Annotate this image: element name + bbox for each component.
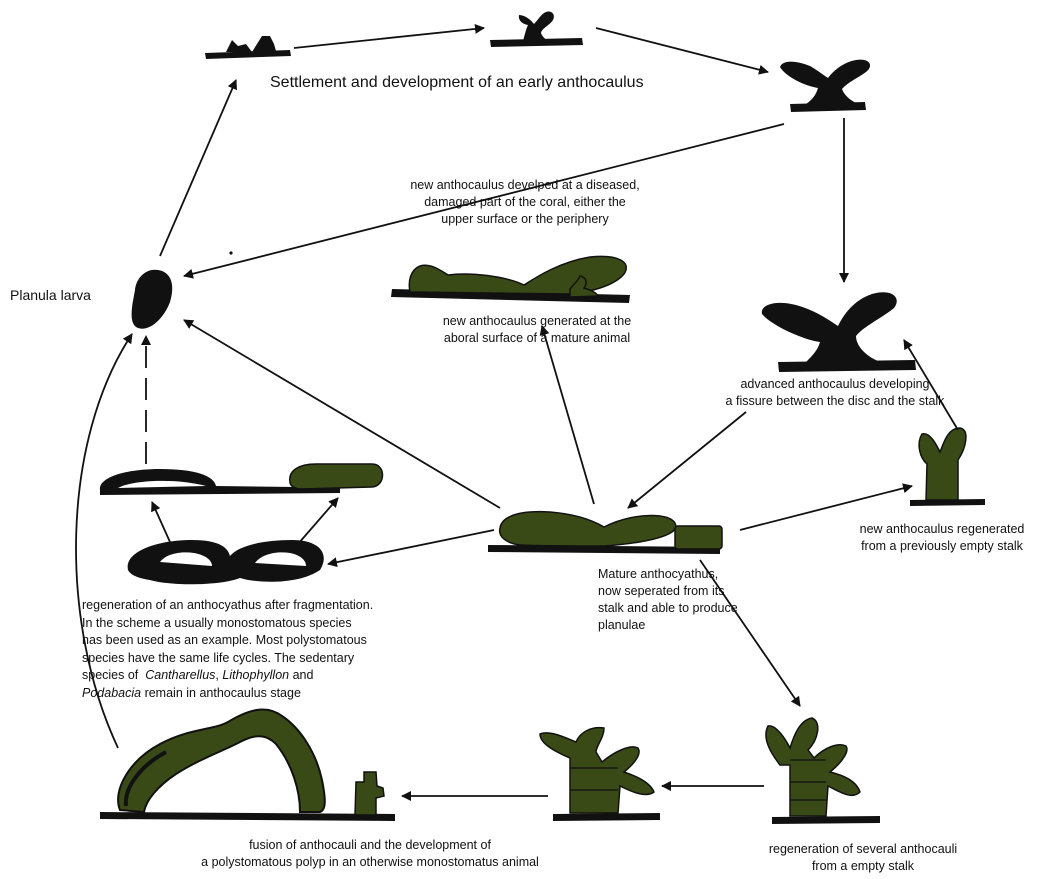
regenerated-label: new anthocaulus regenerated from a previ…	[832, 521, 1052, 555]
planula-label: Planula larva	[10, 287, 91, 303]
early-anthocaulus-stage-3	[780, 60, 870, 112]
fragmentation-line-3: has been used as an example. Most polyst…	[82, 632, 373, 650]
mature-line-1: Mature anthocyathus,	[598, 566, 738, 583]
advanced-anthocaulus	[762, 292, 916, 372]
comma-sep: ,	[215, 668, 218, 682]
fragmented-anthocyathus	[128, 540, 324, 584]
advanced-label: advanced anthocaulus developing a fissur…	[690, 376, 980, 410]
diseased-label: new anthocaulus develped at a diseased, …	[360, 177, 690, 228]
fusion-line-2: a polystomatous polyp in an otherwise mo…	[160, 854, 580, 871]
planula-larva	[132, 270, 173, 329]
and-text: and	[293, 668, 314, 682]
several-line-2: from a empty stalk	[728, 858, 998, 875]
anthocauli-developing	[540, 728, 660, 821]
fused-polystomatous-polyp	[100, 709, 395, 821]
early-anthocaulus-stage-2	[490, 11, 583, 47]
remain-text: remain in anthocaulus stage	[145, 686, 301, 700]
genus-cantharellus: Cantharellus	[145, 668, 215, 682]
aboral-anthocaulus	[391, 256, 630, 303]
arrow-advanced-to-mature	[628, 412, 746, 508]
fragmentation-caption: regeneration of an anthocyathus after fr…	[82, 597, 373, 702]
advanced-line-1: advanced anthocaulus developing	[690, 376, 980, 393]
several-label: regeneration of several anthocauli from …	[728, 841, 998, 875]
mature-line-2: now seperated from its	[598, 583, 738, 600]
diseased-line-2: damaged part of the coral, either the	[360, 194, 690, 211]
several-line-1: regeneration of several anthocauli	[728, 841, 998, 858]
aboral-line-1: new anthocaulus generated at the	[402, 313, 672, 330]
fragmentation-line-2: In the scheme a usually monostomatous sp…	[82, 615, 373, 633]
mature-line-4: planulae	[598, 617, 738, 634]
fragmentation-line-4: species have the same life cycles. The s…	[82, 650, 373, 668]
regenerated-line-2: from a previously empty stalk	[832, 538, 1052, 555]
aboral-label: new anthocaulus generated at the aboral …	[402, 313, 672, 347]
diagram-title: Settlement and development of an early a…	[270, 74, 644, 92]
diseased-line-1: new anthocaulus develped at a diseased,	[360, 177, 690, 194]
fragmentation-line-1: regeneration of an anthocyathus after fr…	[82, 597, 373, 615]
fragmentation-line-6: Podabacia remain in anthocaulus stage	[82, 685, 373, 703]
fragmentation-line-5: species of Cantharellus, Lithophyllon an…	[82, 667, 373, 685]
mature-anthocyathus	[488, 512, 722, 554]
early-anthocaulus-stage-1	[205, 36, 291, 59]
aboral-line-2: aboral surface of a mature animal	[402, 330, 672, 347]
arrow-fragmented-to-left-piece	[152, 502, 170, 542]
genus-lithophyllon: Lithophyllon	[222, 668, 289, 682]
arrow-stage1-to-stage2	[294, 28, 484, 48]
genus-podabacia: Podabacia	[82, 686, 141, 700]
arrow-fragmented-to-right-piece	[298, 498, 338, 544]
arrow-stage2-to-stage3	[596, 28, 768, 72]
arrow-mature-to-aboral	[542, 326, 594, 504]
mature-label: Mature anthocyathus, now seperated from …	[598, 566, 738, 634]
mature-line-3: stalk and able to produce	[598, 600, 738, 617]
fusion-label: fusion of anthocauli and the development…	[160, 837, 580, 871]
fusion-line-1: fusion of anthocauli and the development…	[160, 837, 580, 854]
speck	[229, 251, 232, 254]
regenerated-line-1: new anthocaulus regenerated	[832, 521, 1052, 538]
species-of-text: species of	[82, 668, 138, 682]
several-anthocauli	[766, 718, 880, 824]
fragment-pieces	[100, 464, 383, 495]
advanced-line-2: a fissure between the disc and the stalk	[690, 393, 980, 410]
arrow-mature-to-fragmented	[328, 530, 494, 564]
arrow-planula-to-settlement	[160, 80, 236, 256]
diseased-line-3: upper surface or the periphery	[360, 211, 690, 228]
regenerated-anthocaulus	[910, 428, 985, 506]
